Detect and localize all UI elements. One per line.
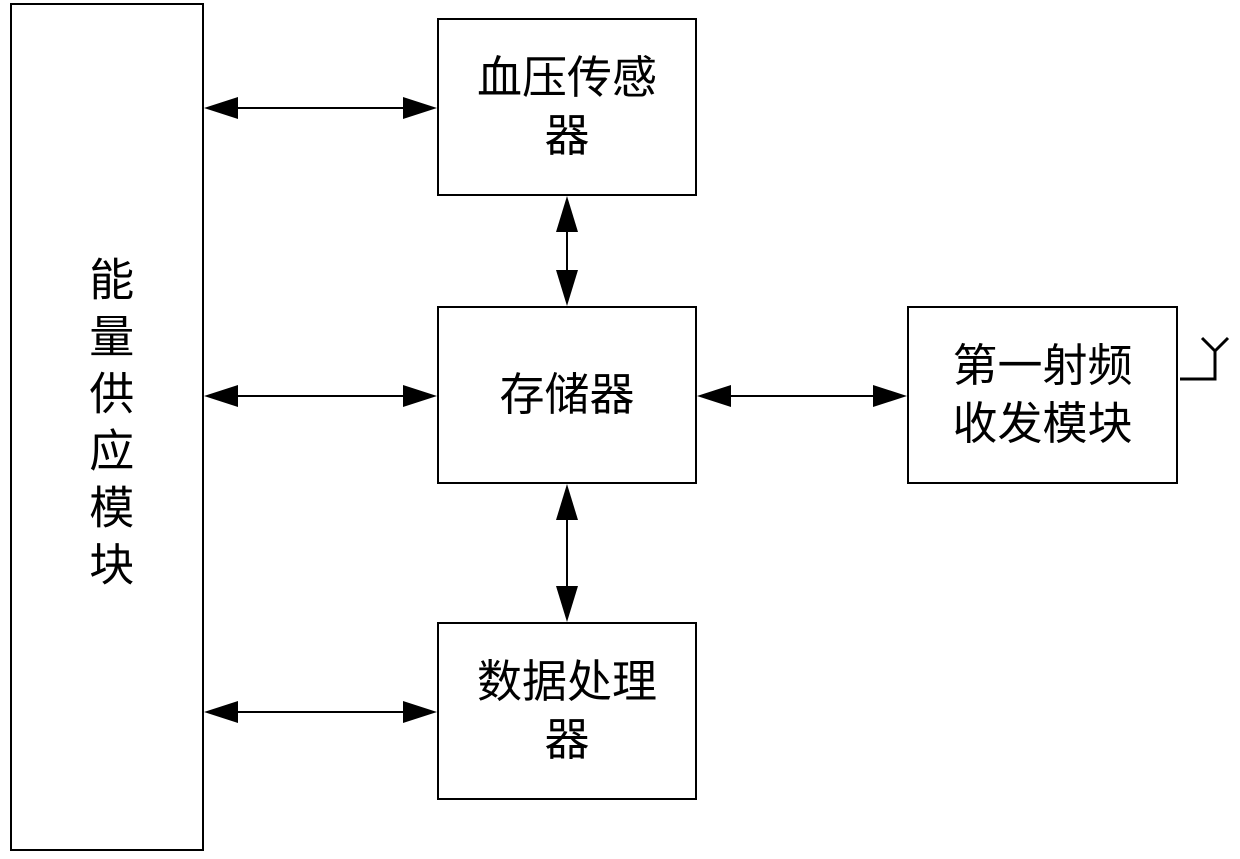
arrowhead [403,701,437,723]
arrowhead [204,701,238,723]
arrowhead [556,270,578,306]
arrowhead [556,586,578,622]
arrowhead [403,385,437,407]
arrowhead [556,484,578,520]
antenna-icon [1180,338,1228,379]
arrowhead [556,196,578,232]
arrowhead [697,385,731,407]
arrowhead [403,97,437,119]
arrowhead [204,385,238,407]
arrowhead [204,97,238,119]
arrowhead [873,385,907,407]
